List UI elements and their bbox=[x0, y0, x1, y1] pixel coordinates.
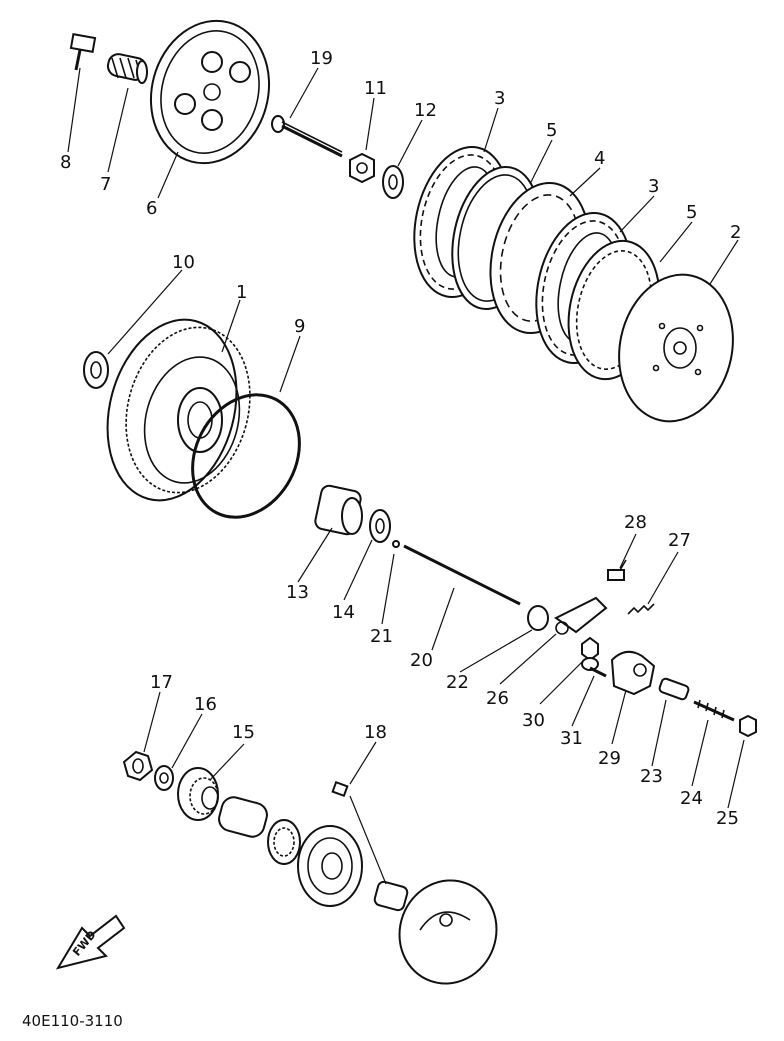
callout-13: 13 bbox=[286, 582, 309, 603]
part-27-spring bbox=[627, 603, 655, 615]
callout-19: 19 bbox=[310, 48, 333, 69]
bottom-crank-shaft bbox=[373, 879, 498, 985]
part-11-nut bbox=[349, 152, 375, 184]
callout-15: 15 bbox=[232, 722, 255, 743]
callout-6: 6 bbox=[146, 198, 157, 219]
part-12-washer bbox=[382, 165, 404, 199]
part-24-adjusting-screw bbox=[693, 699, 735, 722]
callout-20: 20 bbox=[410, 650, 433, 671]
part-28-bolt bbox=[607, 559, 627, 581]
part-22-push-piece bbox=[527, 605, 549, 631]
part-13-spacer bbox=[314, 484, 363, 536]
callout-1: 1 bbox=[236, 282, 247, 303]
callout-30: 30 bbox=[522, 710, 545, 731]
callout-25: 25 bbox=[716, 808, 739, 829]
callout-28: 28 bbox=[624, 512, 647, 533]
part-25-lock-nut bbox=[739, 714, 757, 738]
callout-22: 22 bbox=[446, 672, 469, 693]
part-31-screw bbox=[581, 657, 607, 678]
part-14-washer bbox=[369, 509, 391, 543]
bottom-ball-bearing bbox=[297, 825, 363, 907]
part-16-lock-washer bbox=[154, 765, 174, 791]
part-code: 40E110-3110 bbox=[22, 1012, 123, 1030]
callout-3b: 3 bbox=[648, 176, 659, 197]
callout-5b: 5 bbox=[686, 202, 697, 223]
part-19-push-rod bbox=[271, 115, 343, 158]
callout-27: 27 bbox=[668, 530, 691, 551]
part-18-key bbox=[331, 780, 349, 798]
callout-10: 10 bbox=[172, 252, 195, 273]
callout-numbers: 1 2 3 3 4 5 5 6 7 8 9 10 11 12 13 14 15 … bbox=[60, 48, 741, 829]
fwd-arrow-icon bbox=[55, 914, 126, 970]
callout-2: 2 bbox=[730, 222, 741, 243]
callout-29: 29 bbox=[598, 748, 621, 769]
part-7-spring bbox=[106, 53, 148, 84]
callout-21: 21 bbox=[370, 626, 393, 647]
bottom-needle-bearing bbox=[267, 819, 301, 865]
callout-3a: 3 bbox=[494, 88, 505, 109]
part-29-cover bbox=[610, 650, 656, 696]
part-15-primary-drive-gear bbox=[177, 767, 219, 821]
callout-12: 12 bbox=[414, 100, 437, 121]
bottom-collar bbox=[218, 796, 268, 838]
callout-4: 4 bbox=[594, 148, 605, 169]
part-20-push-rod bbox=[403, 544, 521, 606]
part-10-thrust-washer bbox=[83, 351, 109, 389]
part-9-o-ring bbox=[191, 393, 301, 519]
callout-17: 17 bbox=[150, 672, 173, 693]
part-1-primary-driven-gear bbox=[106, 318, 251, 502]
callout-8: 8 bbox=[60, 152, 71, 173]
callout-18: 18 bbox=[364, 722, 387, 743]
callout-24: 24 bbox=[680, 788, 703, 809]
part-26-release-lever bbox=[554, 596, 608, 635]
part-17-nut bbox=[122, 750, 154, 782]
callout-7: 7 bbox=[100, 174, 111, 195]
leader-lines bbox=[67, 67, 745, 885]
part-21-ball bbox=[392, 540, 400, 548]
callout-26: 26 bbox=[486, 688, 509, 709]
callout-31: 31 bbox=[560, 728, 583, 749]
callout-9: 9 bbox=[294, 316, 305, 337]
part-23-adjuster bbox=[658, 677, 690, 701]
part-30-nut bbox=[581, 636, 599, 662]
part-2-clutch-boss-plate bbox=[618, 273, 734, 423]
callout-5a: 5 bbox=[546, 120, 557, 141]
callout-23: 23 bbox=[640, 766, 663, 787]
part-6-pressure-plate bbox=[149, 19, 271, 165]
callout-14: 14 bbox=[332, 602, 355, 623]
callout-11: 11 bbox=[364, 78, 387, 99]
part-8-bolt bbox=[69, 33, 97, 71]
callout-16: 16 bbox=[194, 694, 217, 715]
